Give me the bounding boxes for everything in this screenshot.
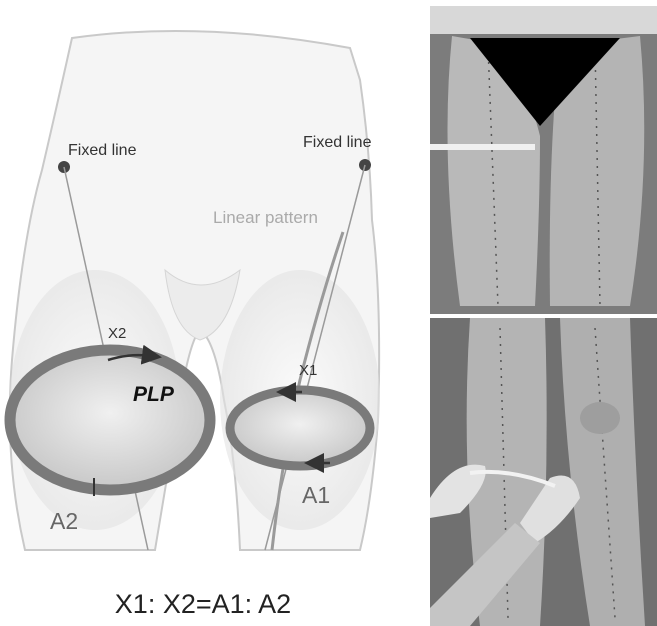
left-anchor-label: Fixed line [68, 142, 137, 159]
a1-label: A1 [302, 482, 330, 508]
legs-tape-photo [430, 318, 657, 626]
mannequin-diagram: Fixed line Fixed line Linear pattern X2 … [0, 0, 430, 626]
linear-pattern-label: Linear pattern [213, 208, 318, 227]
a2-label: A2 [50, 508, 78, 534]
x1-label: X1 [299, 362, 317, 379]
x2-label: X2 [108, 325, 126, 342]
thighs-front-photo [430, 6, 657, 314]
plp-label: PLP [133, 383, 175, 406]
ratio-equation: X1: X2=A1: A2 [115, 589, 291, 619]
right-anchor-label: Fixed line [303, 134, 372, 151]
